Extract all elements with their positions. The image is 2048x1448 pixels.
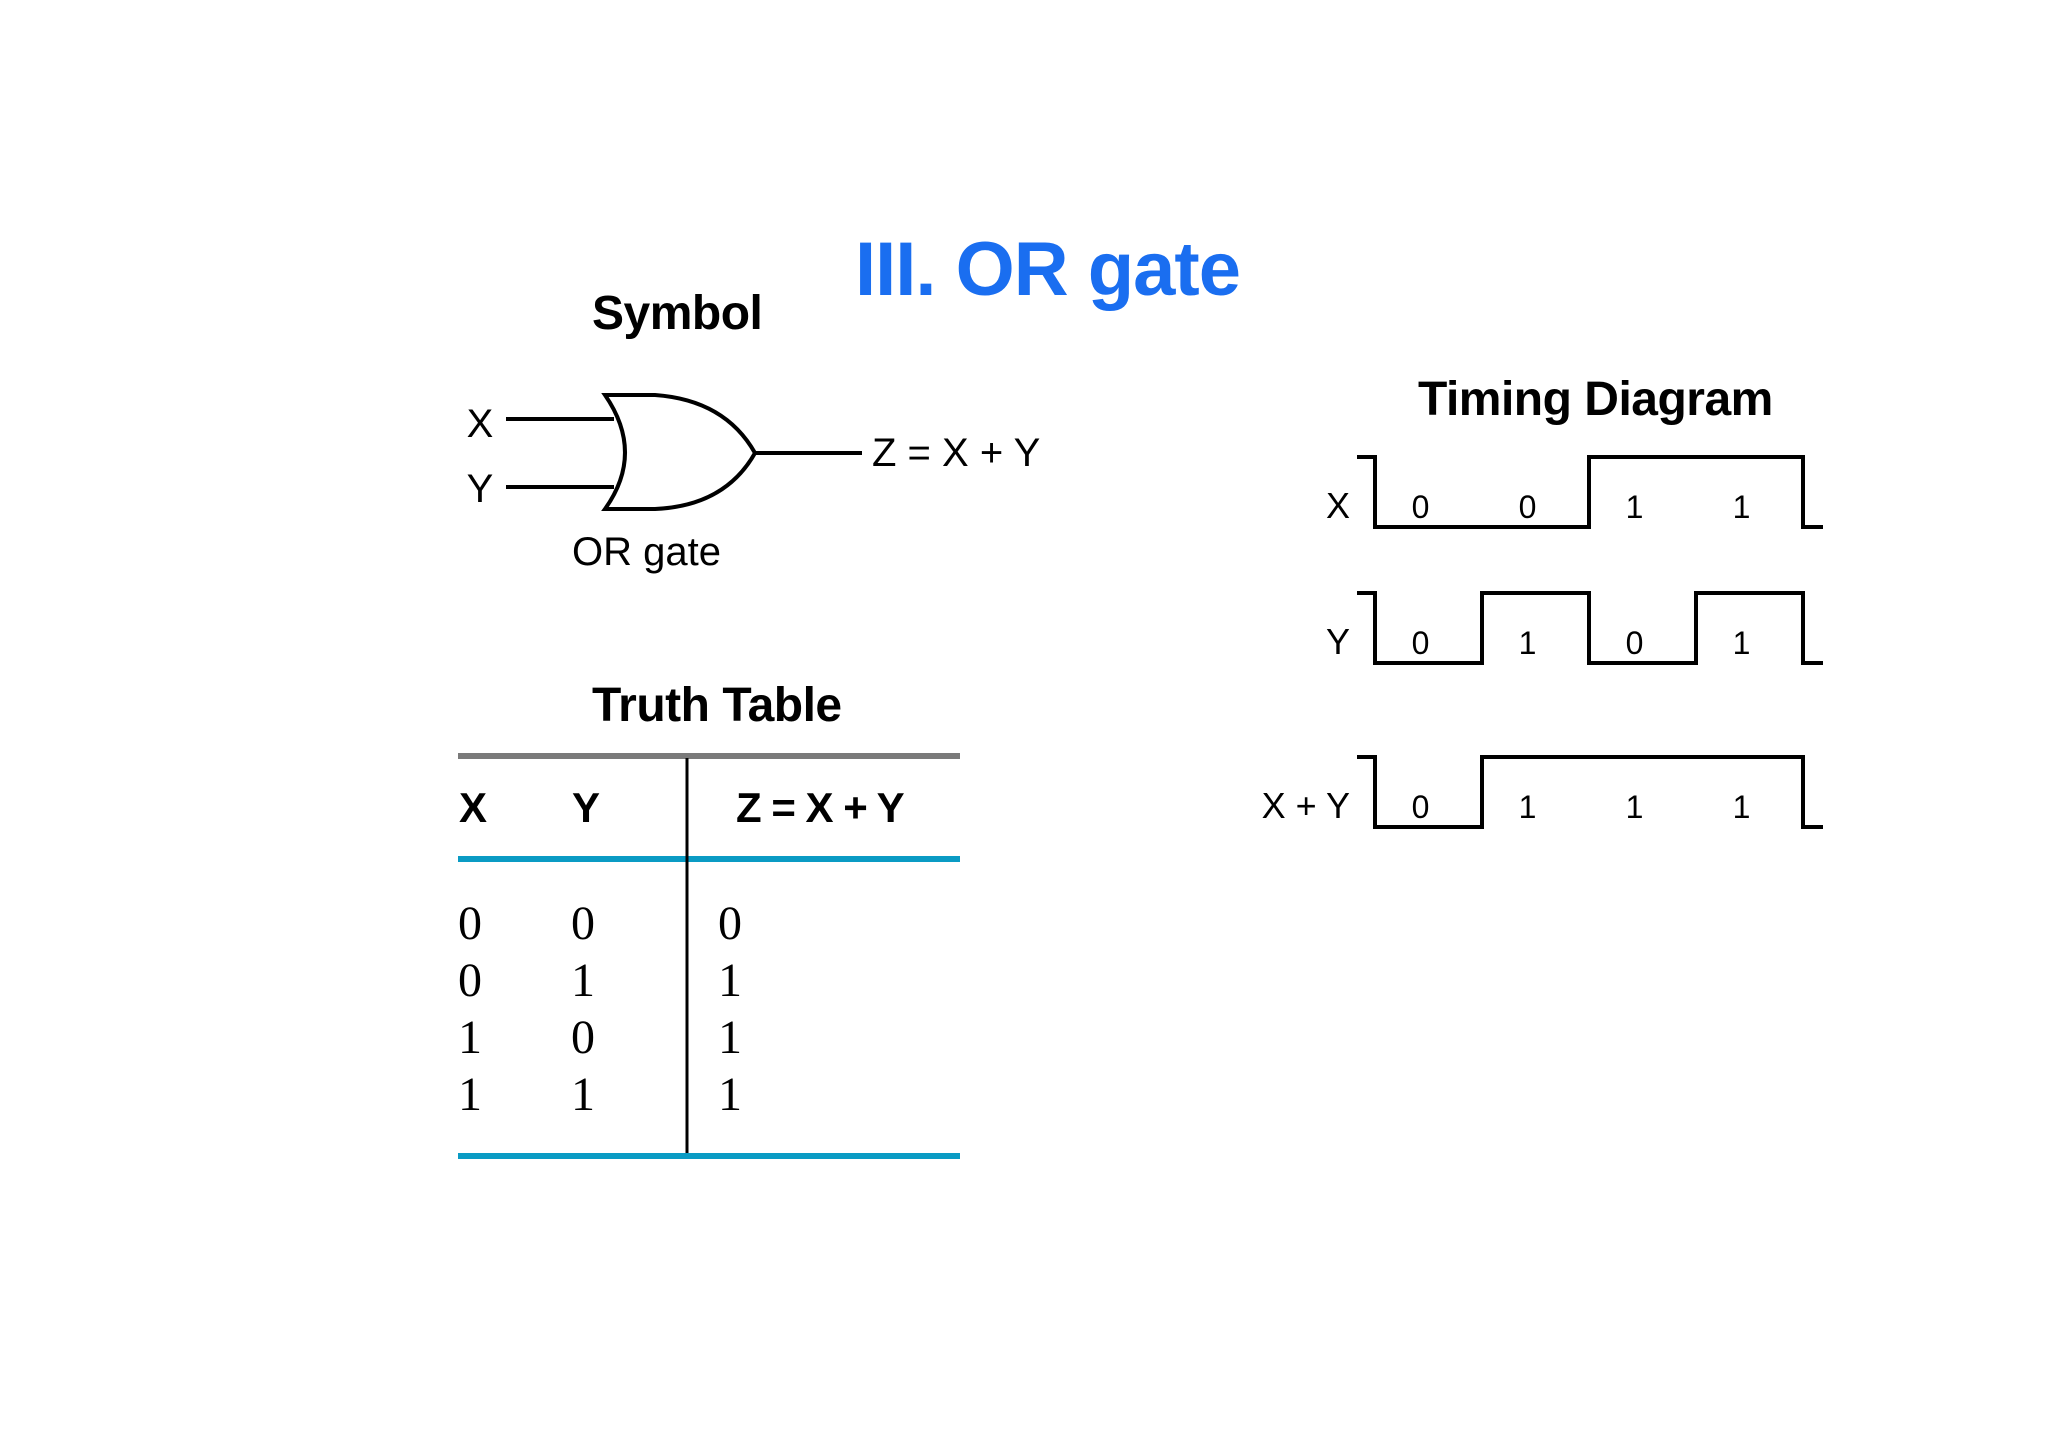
bit-label: 1 (1626, 789, 1644, 825)
or-gate-body (601, 393, 758, 511)
bit-label: 1 (1519, 625, 1537, 661)
table-cell: 1 (571, 954, 595, 1007)
table-cell: 0 (718, 897, 742, 950)
bit-label: 0 (1412, 489, 1430, 525)
or-gate-symbol (506, 393, 862, 511)
waveform-1 (1357, 591, 1823, 665)
table-cell: 0 (571, 897, 595, 950)
table-cell: 1 (458, 1068, 482, 1121)
table-header-z: Z = X + Y (736, 784, 905, 831)
bit-label: 0 (1412, 789, 1430, 825)
table-cell: 0 (458, 954, 482, 1007)
table-cell: 1 (718, 1011, 742, 1064)
table-cell: 1 (718, 954, 742, 1007)
bit-label: 1 (1733, 489, 1751, 525)
bit-label: 1 (1733, 789, 1751, 825)
signal-label: Y (1326, 621, 1350, 662)
bit-label: 0 (1626, 625, 1644, 661)
table-cell: 0 (571, 1011, 595, 1064)
bit-label: 1 (1626, 489, 1644, 525)
bit-label: 0 (1519, 489, 1537, 525)
bit-label: 1 (1733, 625, 1751, 661)
truth-table-heading: Truth Table (592, 679, 842, 732)
bit-label: 1 (1519, 789, 1537, 825)
waveform-2 (1357, 755, 1823, 829)
truth-table-rules (458, 753, 960, 1159)
table-cell: 1 (571, 1068, 595, 1121)
input-x-label: X (467, 402, 494, 446)
signal-label: X (1326, 485, 1350, 526)
table-cell: 1 (458, 1011, 482, 1064)
table-cell: 1 (718, 1068, 742, 1121)
symbol-heading: Symbol (592, 287, 763, 340)
table-header-x: X (459, 784, 488, 831)
bit-label: 0 (1412, 625, 1430, 661)
timing-heading: Timing Diagram (1418, 373, 1773, 426)
table-header-y: Y (572, 784, 601, 831)
page-title: III. OR gate (855, 227, 1241, 312)
waveform-0 (1357, 455, 1823, 529)
table-cell: 0 (458, 897, 482, 950)
gate-caption: OR gate (572, 530, 721, 574)
signal-label: X + Y (1262, 785, 1350, 826)
output-label: Z = X + Y (872, 431, 1040, 475)
input-y-label: Y (467, 467, 494, 511)
